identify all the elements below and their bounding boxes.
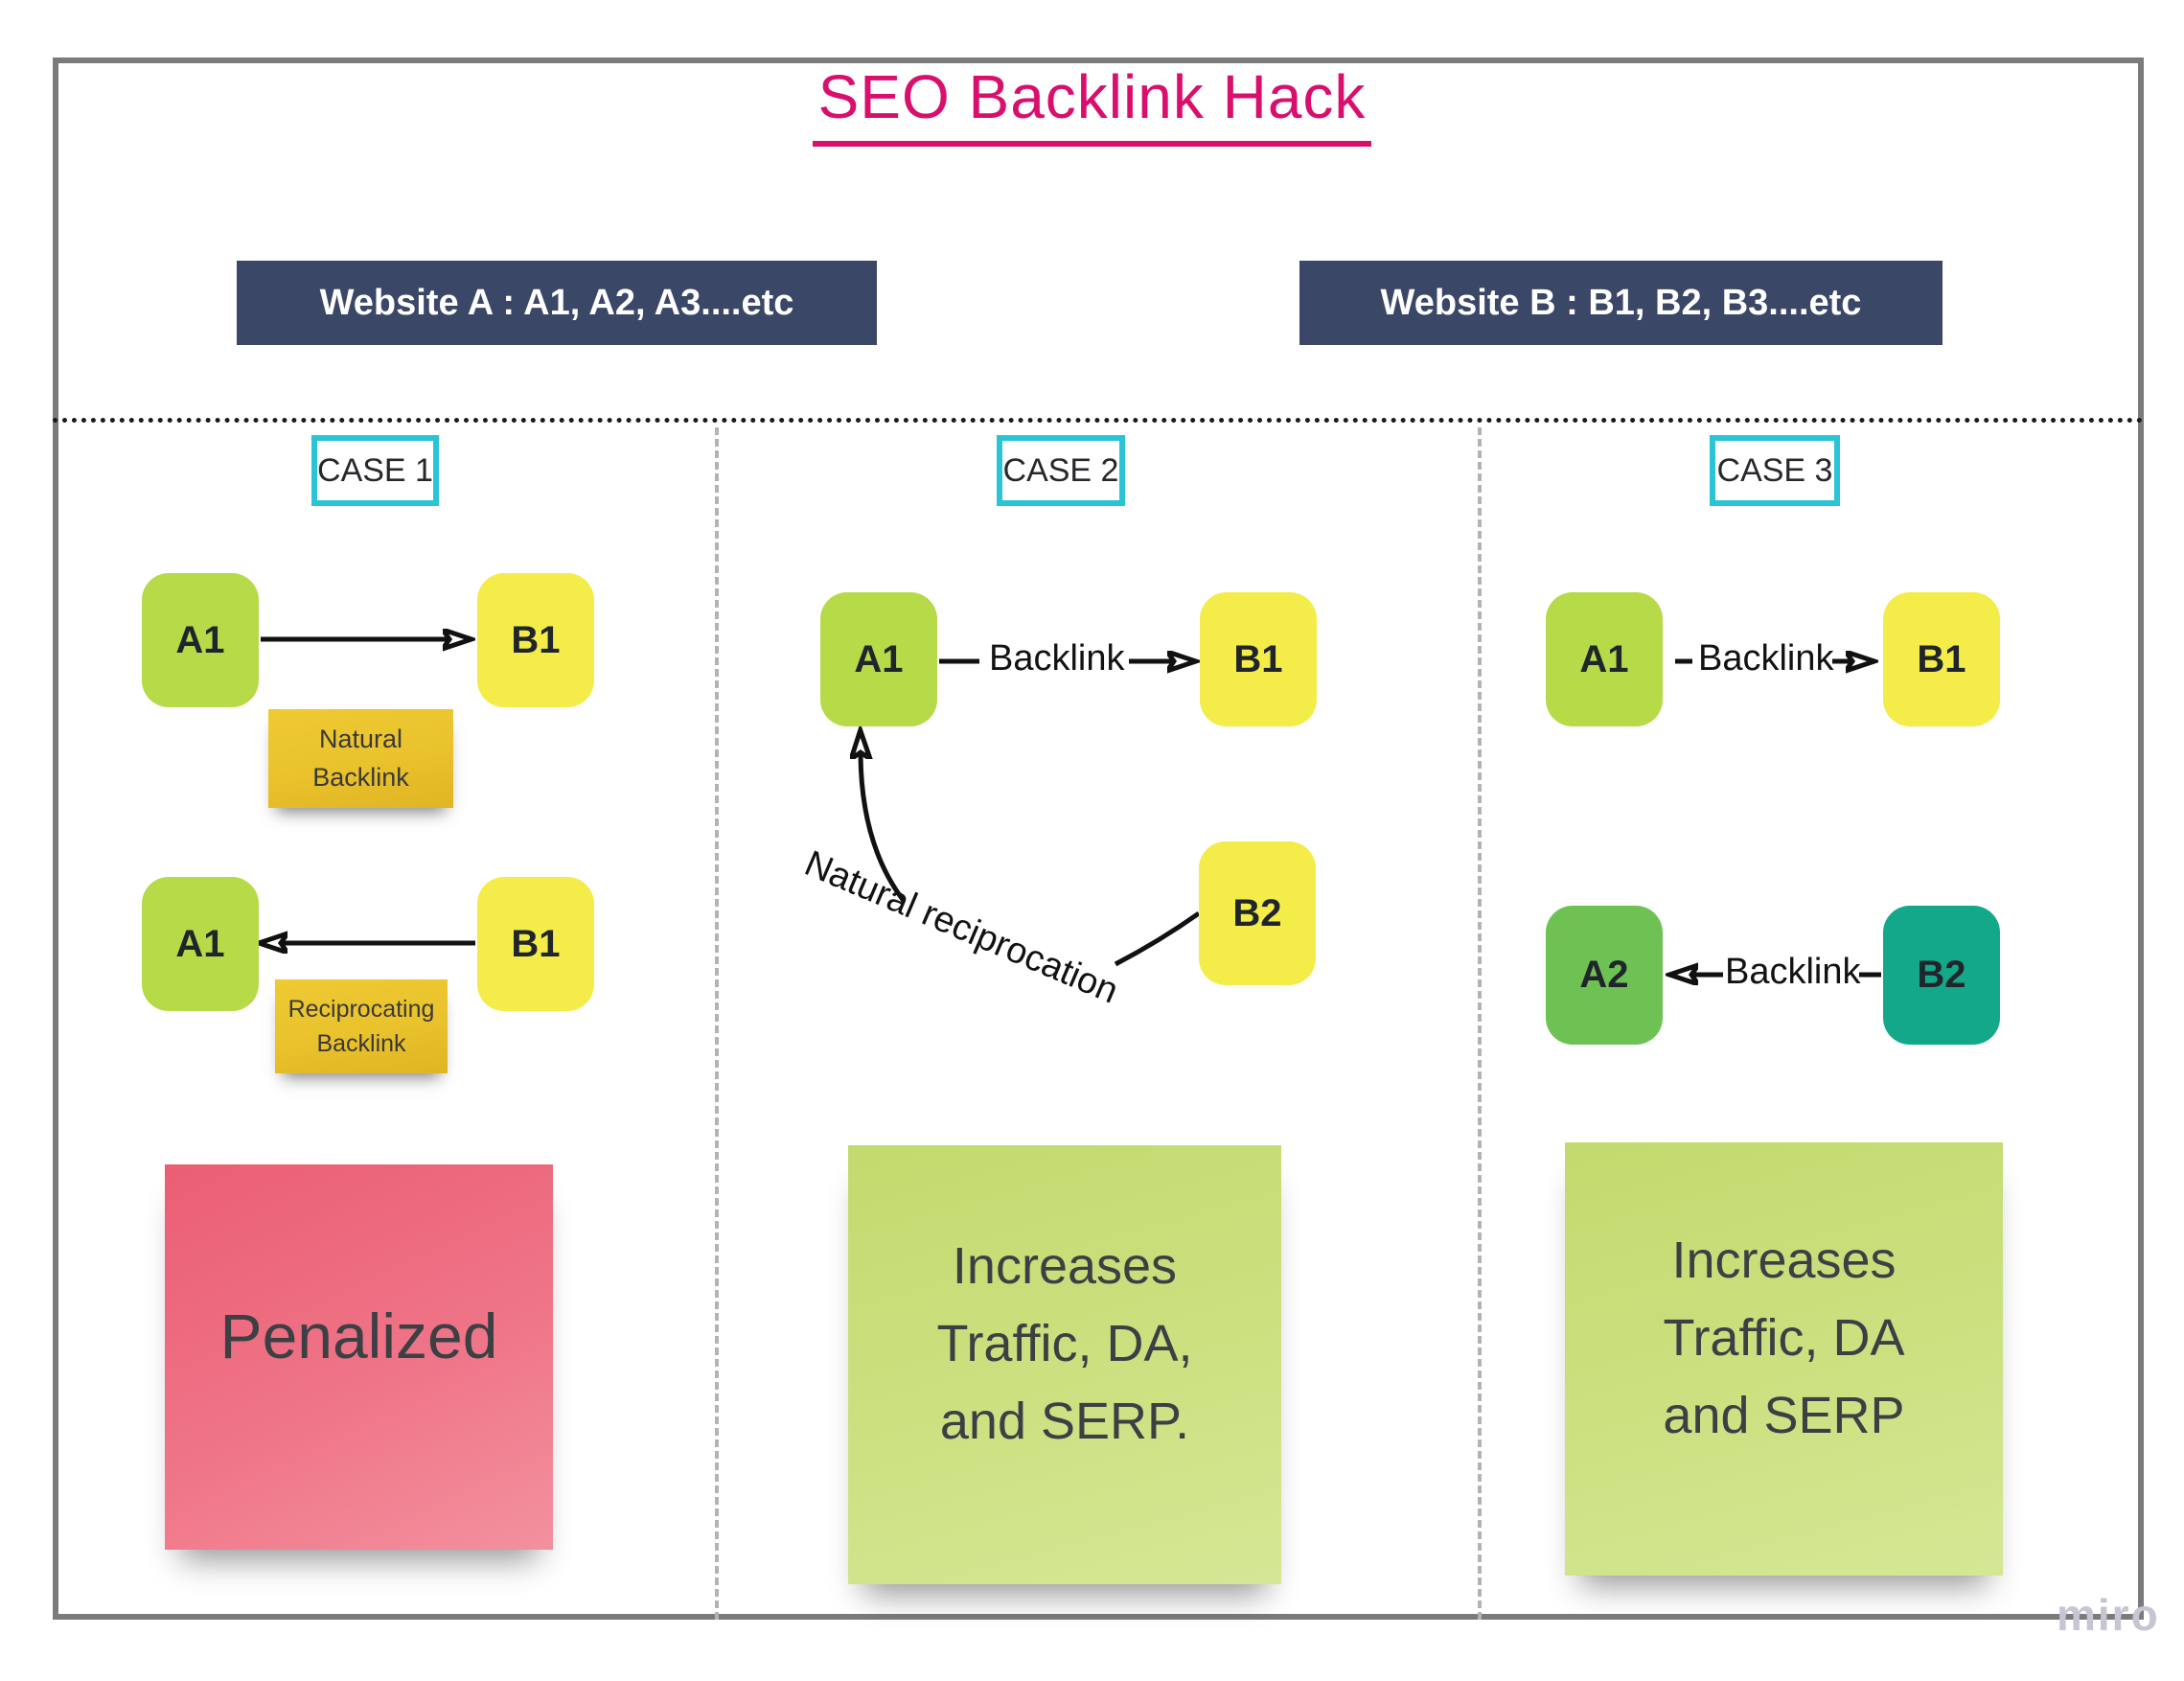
case3-node-b2[interactable]: B2 <box>1883 906 2000 1045</box>
case1-node-a1-bottom[interactable]: A1 <box>142 877 259 1011</box>
result-line: Traffic, DA <box>1663 1308 1905 1367</box>
case2-node-b1[interactable]: B1 <box>1200 592 1317 726</box>
penalized-sticky-note[interactable]: Penalized <box>165 1164 553 1550</box>
website-a-bar[interactable]: Website A : A1, A2, A3....etc <box>237 261 877 345</box>
case1-node-a1-top[interactable]: A1 <box>142 573 259 707</box>
case3-tag[interactable]: CASE 3 <box>1710 435 1840 506</box>
natural-backlink-note[interactable]: Natural Backlink <box>268 709 453 808</box>
case3-backlink-bottom-label: Backlink <box>1725 952 1861 992</box>
case1-node-b1-bottom[interactable]: B1 <box>477 877 594 1011</box>
horizontal-dotted-separator <box>53 418 2144 423</box>
frame-border <box>53 58 2144 1620</box>
case3-node-a1[interactable]: A1 <box>1546 592 1663 726</box>
reciprocating-backlink-note[interactable]: Reciprocating Backlink <box>275 979 448 1073</box>
case1-node-b1-top[interactable]: B1 <box>477 573 594 707</box>
note-line: Backlink <box>312 762 409 792</box>
case2-node-a1[interactable]: A1 <box>820 592 937 726</box>
case3-node-a2[interactable]: A2 <box>1546 906 1663 1045</box>
result-line: and SERP. <box>939 1392 1190 1450</box>
case2-tag[interactable]: CASE 2 <box>997 435 1125 506</box>
result-line: and SERP <box>1663 1386 1905 1444</box>
case3-result-sticky-note[interactable]: Increases Traffic, DA and SERP <box>1565 1142 2003 1576</box>
result-line: Increases <box>952 1236 1178 1295</box>
case3-result-text: Increases Traffic, DA and SERP <box>1663 1222 1904 1455</box>
case3-backlink-top-label: Backlink <box>1698 638 1834 679</box>
note-line: Backlink <box>316 1030 406 1057</box>
result-line: Traffic, DA, <box>936 1314 1193 1372</box>
note-line: Reciprocating <box>287 995 435 1023</box>
case2-result-sticky-note[interactable]: Increases Traffic, DA, and SERP. <box>848 1145 1281 1584</box>
column-divider-2 <box>1478 427 1482 1620</box>
page-title-text: SEO Backlink Hack <box>812 62 1372 147</box>
note-line: Natural <box>318 725 403 754</box>
case3-node-b1[interactable]: B1 <box>1883 592 2000 726</box>
page-title[interactable]: SEO Backlink Hack <box>0 61 2184 147</box>
case2-result-text: Increases Traffic, DA, and SERP. <box>936 1228 1192 1461</box>
miro-watermark: miro <box>2057 1590 2160 1640</box>
result-line: Increases <box>1671 1231 1897 1289</box>
column-divider-1 <box>715 427 719 1620</box>
website-b-bar[interactable]: Website B : B1, B2, B3....etc <box>1299 261 1943 345</box>
case2-backlink-label: Backlink <box>989 638 1125 679</box>
penalized-text: Penalized <box>219 1301 498 1371</box>
case2-node-b2[interactable]: B2 <box>1199 841 1316 985</box>
case1-tag[interactable]: CASE 1 <box>311 435 439 506</box>
